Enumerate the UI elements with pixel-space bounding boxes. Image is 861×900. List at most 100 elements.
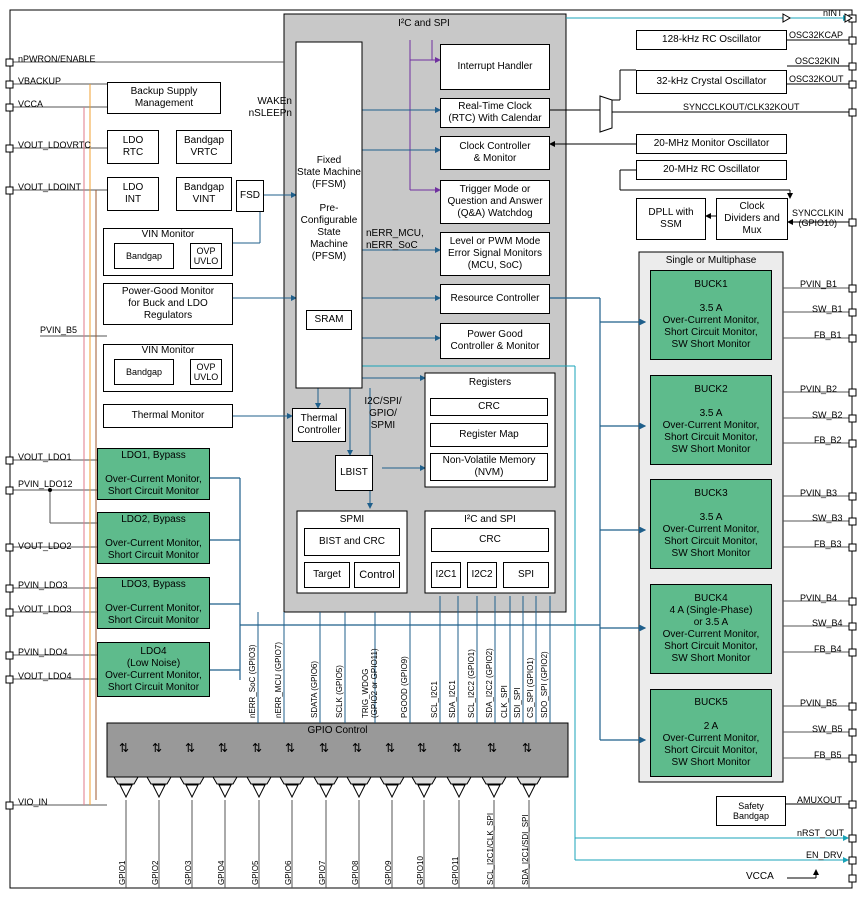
signal-label: SCLK (GPIO5): [335, 665, 344, 718]
pin-pvin-b4: PVIN_B4: [800, 593, 838, 603]
thermal-controller-block: Thermal Controller: [292, 408, 346, 442]
buck3-block: BUCK3 3.5 A Over-Current Monitor, Short …: [650, 479, 772, 569]
osc-32k-block: 32-kHz Crystal Oscillator: [636, 70, 787, 94]
spmi-label: SPMI: [339, 514, 365, 525]
pin-sw-b2: SW_B2: [812, 410, 843, 420]
pin-pad: [5, 144, 14, 153]
esm-block: Level or PWM Mode Error Signal Monitors …: [440, 232, 550, 276]
gpio-pin-label: GPIO5: [251, 860, 260, 885]
resource-controller-block: Resource Controller: [440, 284, 550, 314]
signal-label: SDI_SPI: [513, 687, 522, 718]
pin-pad: [848, 80, 857, 89]
pin-pad: [848, 62, 857, 71]
registers-label: Registers: [468, 377, 512, 388]
gpio-pin-label: GPIO1: [118, 860, 127, 885]
pin-pad: [848, 648, 857, 657]
pin-pad: [5, 186, 14, 195]
signal-label: SDO_SPI (GPIO2): [540, 651, 549, 718]
dpll-block: DPLL with SSM: [636, 198, 706, 240]
pin-fb-b2: FB_B2: [814, 435, 842, 445]
signal-label: PGOOD (GPIO9): [400, 656, 409, 718]
pin-pvin-ldo12: PVIN_LDO12: [18, 479, 73, 489]
ovp-uvlo-2-block: OVP UVLO: [190, 359, 222, 385]
gpio-mux-icon: [411, 776, 437, 785]
gpio-buffer-icon: [417, 784, 431, 799]
pin-pad: [848, 622, 857, 631]
power-good-monitor-block: Power-Good Monitor for Buck and LDO Regu…: [103, 283, 233, 325]
pin-sw-b5: SW_B5: [812, 724, 843, 734]
gpio-direction-icon: ⇅: [185, 741, 196, 755]
clock-dividers-block: Clock Dividers and Mux: [716, 198, 788, 240]
bandgap-vrtc-block: Bandgap VRTC: [176, 130, 232, 164]
thermal-monitor-block: Thermal Monitor: [103, 404, 233, 428]
pin-fb-b4: FB_B4: [814, 644, 842, 654]
bandgap-vint-block: Bandgap VINT: [176, 177, 232, 211]
osc-20m-rc-block: 20-MHz RC Oscillator: [636, 160, 787, 180]
chip-outline: [9, 9, 853, 889]
vin-monitor-2-title: VIN Monitor: [141, 345, 195, 356]
signal-label: SCL_I2C2 (GPIO1): [467, 649, 476, 718]
pin-sw-b1: SW_B1: [812, 304, 843, 314]
pin-fb-b5: FB_B5: [814, 750, 842, 760]
pin-pad: [848, 517, 857, 526]
clock-controller-block: Clock Controller & Monitor: [440, 136, 550, 170]
gpio-pin-label: GPIO2: [151, 860, 160, 885]
gpio-mux-icon: [212, 776, 238, 785]
gpio-buffer-icon: [385, 784, 399, 799]
crc-reg-block: CRC: [430, 398, 548, 416]
signal-label: nERR_MCU (GPIO7): [274, 641, 283, 718]
safety-bandgap-block: Safety Bandgap: [716, 796, 786, 826]
pin-vbackup: VBACKUP: [18, 76, 62, 86]
pin-sw-b3: SW_B3: [812, 513, 843, 523]
pin-pvin-b1: PVIN_B1: [800, 279, 838, 289]
gpio-pin-label: GPIO6: [284, 860, 293, 885]
pin-pad: [848, 388, 857, 397]
pin-pad: [848, 754, 857, 763]
pin-osc32kin: OSC32KIN: [795, 56, 840, 66]
pin-nrst-out: nRST_OUT: [797, 828, 845, 838]
pin-vio-in: VIO_IN: [18, 797, 48, 807]
pin-vout-ldo1: VOUT_LDO1: [18, 452, 72, 462]
ldo-rtc-block: LDO RTC: [107, 130, 159, 164]
ldo4-block: LDO4 (Low Noise) Over-Current Monitor, S…: [97, 642, 210, 697]
pin-vout-ldo2: VOUT_LDO2: [18, 541, 72, 551]
fsm-label: Fixed State Machine (FFSM) Pre- Configur…: [297, 155, 361, 262]
ovp-uvlo-1-block: OVP UVLO: [190, 243, 222, 269]
register-map-block: Register Map: [430, 423, 548, 447]
ldo2-block: LDO2, Bypass Over-Current Monitor, Short…: [97, 512, 210, 564]
gpio-direction-icon: ⇅: [119, 741, 130, 755]
pin-pvin-b3: PVIN_B3: [800, 488, 838, 498]
pin-pad: [848, 308, 857, 317]
i2c2-block: I2C2: [467, 562, 497, 588]
pin-pad: [848, 284, 857, 293]
gpio-mux-icon: [113, 776, 139, 785]
osc-20m-mon-block: 20-MHz Monitor Oscillator: [636, 134, 787, 154]
pin-syncclkout: SYNCCLKOUT/CLK32KOUT: [683, 102, 800, 112]
pin-osc32kcap: OSC32KCAP: [789, 30, 844, 40]
fsm-panel: [295, 41, 363, 389]
pin-pad: [5, 103, 14, 112]
ldo1-block: LDO1, Bypass Over-Current Monitor, Short…: [97, 448, 210, 500]
spi-block: SPI: [503, 562, 549, 588]
gpio-mux-icon: [246, 776, 272, 785]
target-block: Target: [304, 562, 350, 588]
pin-amuxout: AMUXOUT: [797, 795, 842, 805]
gpio-mux-icon: [516, 776, 542, 785]
ldo-int-block: LDO INT: [107, 177, 159, 211]
pin-pad: [848, 728, 857, 737]
pin-osc32kout: OSC32KOUT: [789, 74, 844, 84]
gpio-pin-label: GPIO3: [184, 860, 193, 885]
gpio-buffer-icon: [452, 784, 466, 799]
pin-vcca-right: VCCA: [746, 871, 774, 882]
pin-syncclkin: SYNCCLKIN (GPIO10): [792, 208, 844, 228]
gpio-buffer-icon: [152, 784, 166, 799]
gpio-mux-icon: [379, 776, 405, 785]
gpio-buffer-icon: [185, 784, 199, 799]
gpio-mux-icon: [279, 776, 305, 785]
pin-fb-b1: FB_B1: [814, 330, 842, 340]
pin-npwron: nPWRON/ENABLE: [18, 54, 96, 64]
bandgap-1-block: Bandgap: [114, 243, 174, 269]
gpio-direction-icon: ⇅: [522, 741, 533, 755]
pin-pad: [5, 543, 14, 552]
